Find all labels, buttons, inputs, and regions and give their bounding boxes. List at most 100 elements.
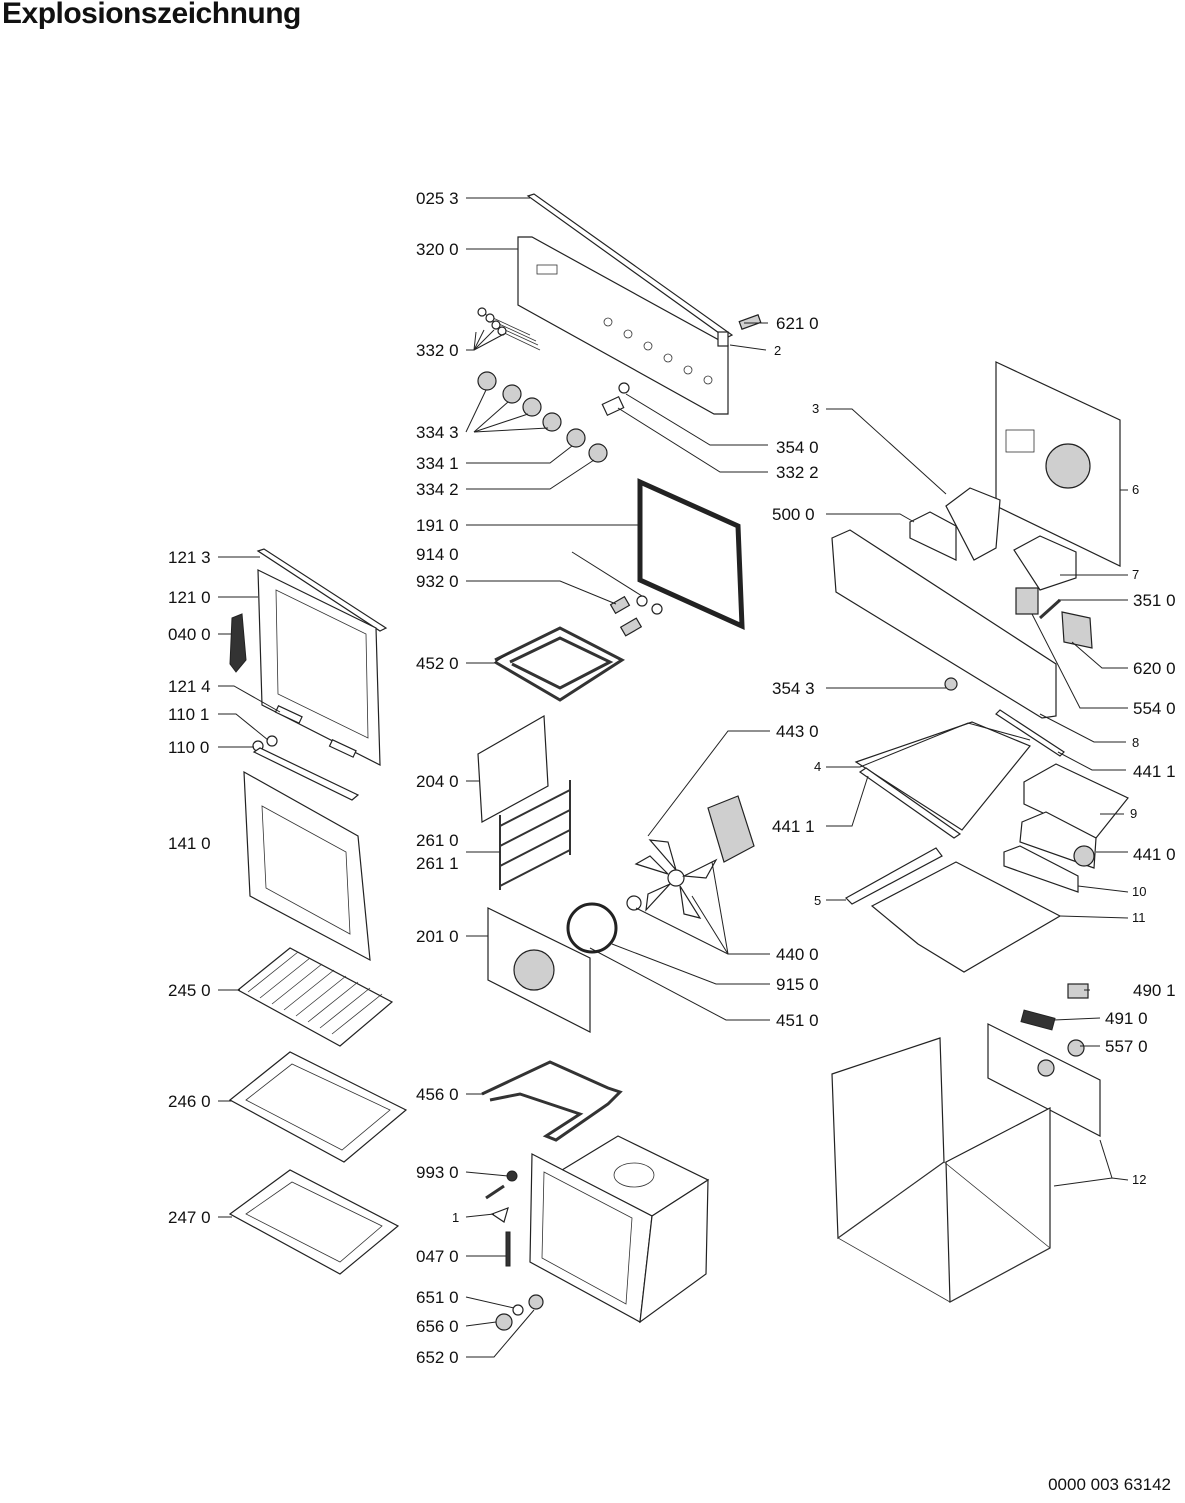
cooling-fan-motor — [1073, 845, 1095, 867]
outer-door-window — [261, 805, 351, 935]
label-141-0: 141 0 — [168, 834, 211, 853]
door-hinge-guide-right — [328, 738, 357, 758]
fan-motor — [707, 795, 755, 863]
label-351-0: 351 0 — [1133, 591, 1176, 610]
base-plate — [870, 861, 1062, 973]
label-246-0: 246 0 — [168, 1092, 211, 1111]
oven-gasket — [637, 478, 745, 630]
label-callout-6: 6 — [1132, 482, 1139, 497]
switch-part — [717, 314, 762, 347]
outer-casing — [831, 1023, 1101, 1303]
label-334-1: 334 1 — [416, 454, 459, 473]
fan-nut — [626, 895, 642, 911]
label-110-1: 110 1 — [168, 705, 209, 724]
bottom-heating-element — [481, 1060, 623, 1142]
label-500-0: 500 0 — [772, 505, 815, 524]
label-914-0: 914 0 — [416, 545, 459, 564]
thermal-fuse — [1067, 1039, 1085, 1057]
label-callout-11: 11 — [1132, 910, 1146, 925]
label-201-0: 201 0 — [416, 927, 459, 946]
door-hinge — [229, 613, 247, 673]
label-callout-7: 7 — [1132, 567, 1139, 582]
cover-strip-lower — [858, 767, 962, 839]
label-025-3: 025 3 — [416, 189, 459, 208]
label-332-0: 332 0 — [416, 341, 459, 360]
panel-display — [536, 264, 558, 275]
label-204-0: 204 0 — [416, 772, 459, 791]
grommet — [506, 1170, 518, 1182]
outer-door-glass — [243, 770, 371, 962]
label-callout-8: 8 — [1132, 735, 1139, 750]
label-121-3: 121 3 — [168, 548, 211, 567]
label-callout-9: 9 — [1130, 806, 1137, 821]
label-callout-12: 12 — [1132, 1172, 1146, 1187]
top-cover-plate — [854, 721, 1031, 831]
label-441-0: 441 0 — [1133, 845, 1176, 864]
timer-cover — [945, 487, 1001, 561]
label-456-0: 456 0 — [416, 1085, 459, 1104]
label-245-0: 245 0 — [168, 981, 211, 1000]
door-handle — [252, 747, 360, 801]
thermostat-probe — [1038, 598, 1062, 620]
knob-shafts — [477, 307, 541, 351]
rear-panel-vent — [1005, 429, 1035, 453]
shelf-rails — [499, 780, 571, 890]
label-932-0: 932 0 — [416, 572, 459, 591]
label-554-0: 554 0 — [1133, 699, 1176, 718]
convection-fan — [634, 839, 718, 919]
label-452-0: 452 0 — [416, 654, 459, 673]
screw-part — [485, 1184, 505, 1200]
control-chassis — [831, 529, 1057, 719]
leader-lines — [218, 197, 1129, 1358]
door-hinge-guide-left — [274, 704, 303, 724]
label-652-0: 652 0 — [416, 1348, 459, 1367]
label-441-1-upper: 441 1 — [1133, 762, 1176, 781]
cooling-fan-housing — [1023, 763, 1129, 839]
label-440-0: 440 0 — [776, 945, 819, 964]
label-callout-3: 3 — [812, 401, 819, 416]
clip-part — [490, 1207, 509, 1223]
label-320-0: 320 0 — [416, 240, 459, 259]
label-191-0: 191 0 — [416, 516, 459, 535]
rear-panel-fan-grille — [1045, 443, 1091, 489]
small-lamp-cap — [618, 382, 630, 394]
grill-heating-element — [494, 626, 625, 702]
label-490-1: 490 1 — [1133, 981, 1176, 1000]
label-993-0: 993 0 — [416, 1163, 459, 1182]
connector-block — [1020, 1009, 1056, 1031]
document-code: 0000 003 63142 — [1048, 1475, 1171, 1494]
control-knobs — [477, 371, 608, 463]
label-callout-4: 4 — [814, 759, 821, 774]
label-callout-5: 5 — [814, 893, 821, 908]
connector-cover — [1067, 983, 1089, 999]
seal-strip — [505, 1231, 511, 1267]
top-trim-strip — [526, 193, 734, 339]
label-332-2: 332 2 — [776, 463, 819, 482]
label-121-0: 121 0 — [168, 588, 211, 607]
thermostat — [1015, 587, 1039, 615]
terminal-block — [1061, 611, 1093, 649]
wire-rack — [236, 947, 394, 1047]
door-top-strip — [256, 548, 388, 632]
baking-tray-deep-inner — [245, 1063, 391, 1151]
label-110-0: 110 0 — [168, 738, 209, 757]
label-915-0: 915 0 — [776, 975, 819, 994]
baking-tray-flat — [228, 1169, 400, 1275]
label-451-0: 451 0 — [776, 1011, 819, 1030]
label-621-0: 621 0 — [776, 314, 819, 333]
door-inner-window — [275, 589, 369, 739]
fan-cover-grille — [513, 949, 555, 991]
label-040-0: 040 0 — [168, 625, 211, 644]
clock-timer — [909, 511, 957, 561]
baking-tray-flat-inner — [245, 1181, 383, 1263]
label-651-0: 651 0 — [416, 1288, 459, 1307]
lamp-assembly — [609, 595, 663, 637]
door-clip-a — [266, 735, 278, 747]
lamp-glass — [495, 1313, 513, 1331]
label-callout-1: 1 — [452, 1210, 459, 1225]
small-shaft — [601, 395, 625, 417]
label-557-0: 557 0 — [1105, 1037, 1148, 1056]
label-443-0: 443 0 — [776, 722, 819, 741]
side-strip — [845, 847, 943, 905]
